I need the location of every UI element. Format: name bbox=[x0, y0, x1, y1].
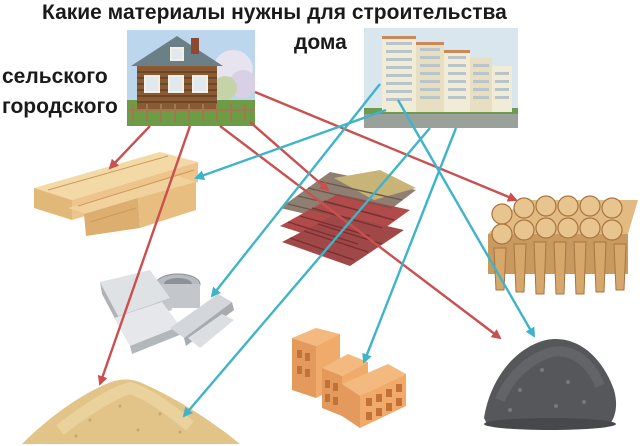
label-urban: городского bbox=[2, 95, 118, 118]
wooden-house-image bbox=[127, 30, 255, 126]
title-line-2: дома bbox=[294, 31, 347, 54]
label-rural: сельского bbox=[2, 65, 108, 88]
boards-image bbox=[28, 148, 200, 238]
title-line-1: Какие материалы нужны для строительства bbox=[42, 1, 507, 24]
apartment-building-image bbox=[364, 28, 518, 128]
logs-image bbox=[482, 194, 640, 298]
bricks-image bbox=[284, 324, 408, 430]
sand-pile-image bbox=[20, 370, 242, 446]
slate-sheets-image bbox=[278, 168, 418, 268]
diagram-title: Какие материалы нужны для строительства … bbox=[0, 0, 640, 60]
cement-pile-image bbox=[480, 330, 618, 430]
concrete-slabs-image bbox=[96, 268, 236, 356]
